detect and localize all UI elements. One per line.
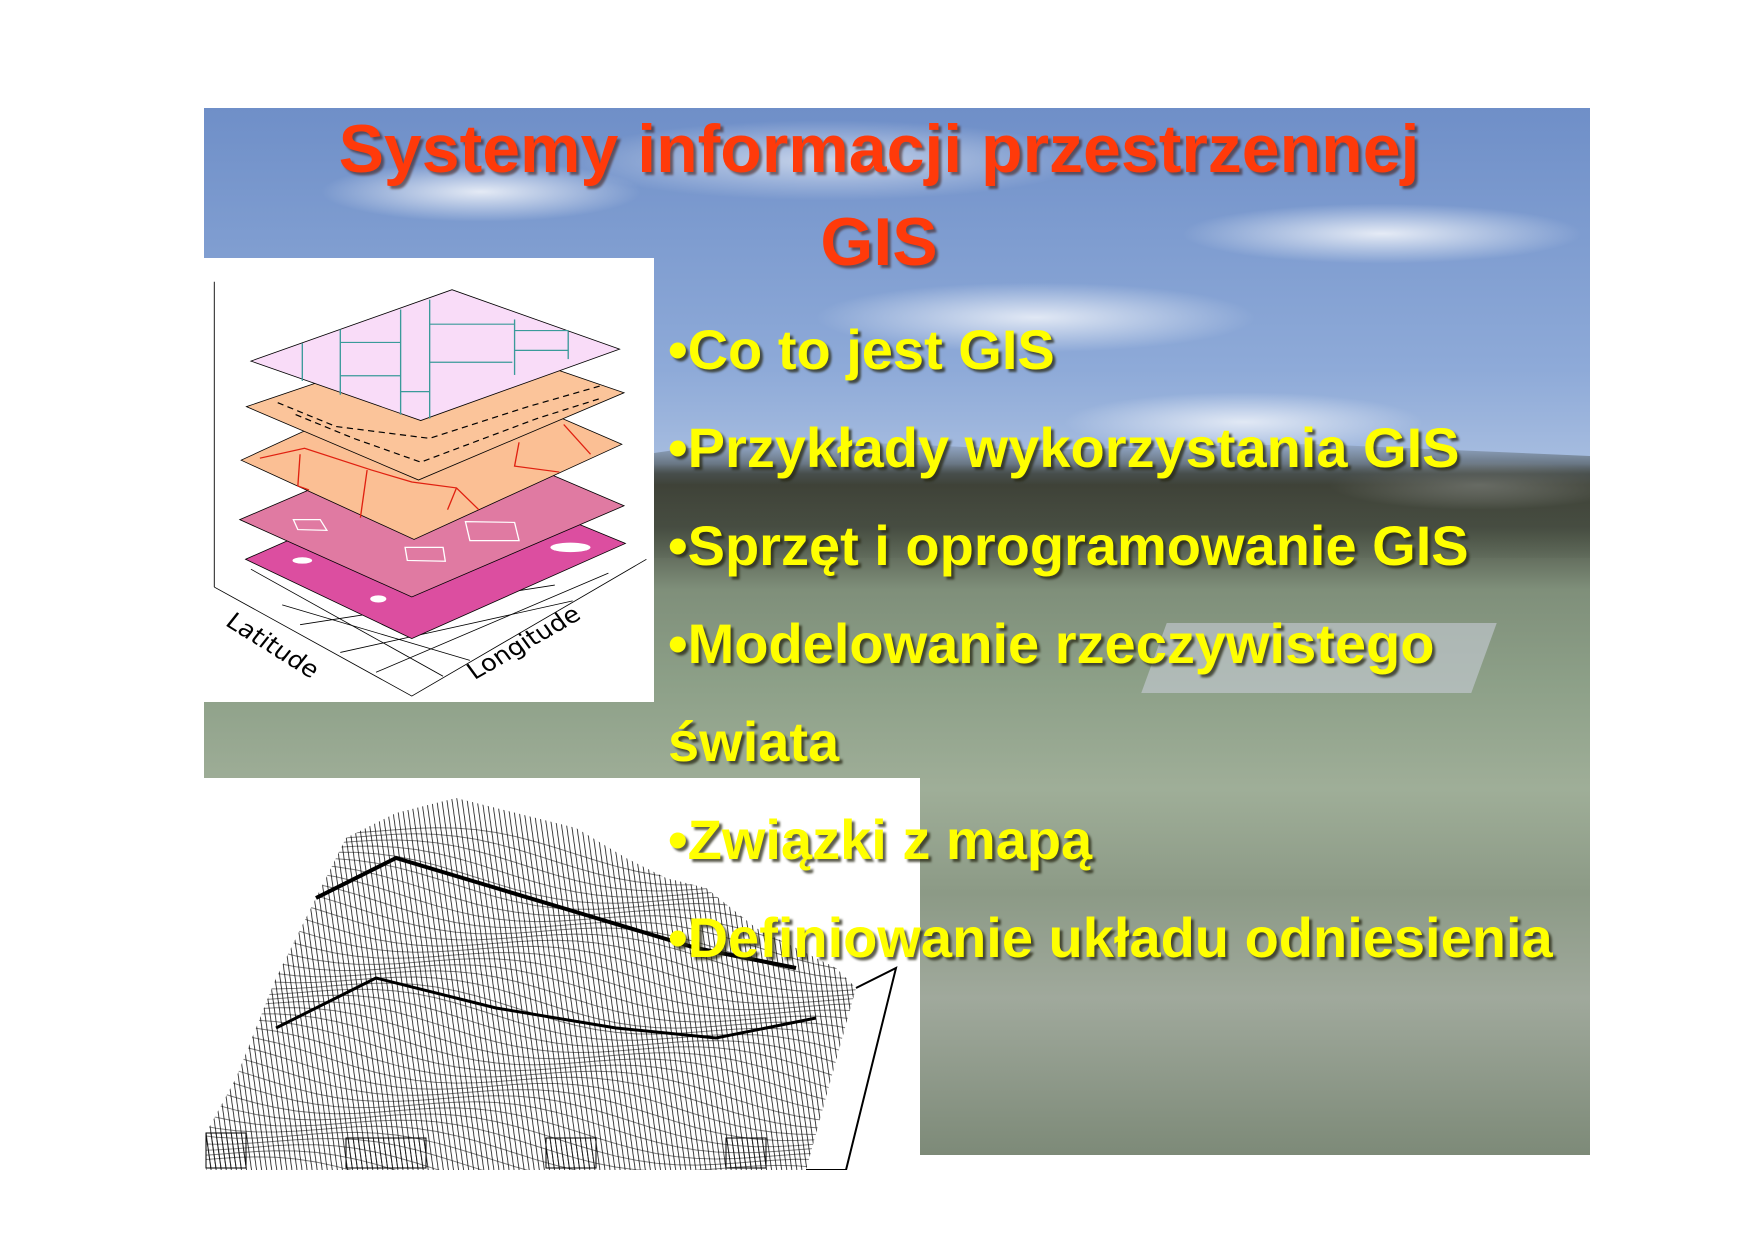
terrain-contour-line [206,1071,856,1154]
terrain-contour-line [206,1084,856,1161]
terrain-contour-line [206,1000,856,1093]
terrain-contour-line [206,903,856,999]
terrain-contour-line [206,1131,856,1170]
terrain-contour-line [206,1047,856,1142]
terrain-contour-line [206,939,856,1017]
bullet-modeling-world: •Modelowanie rzeczywistego [668,612,1435,675]
bullet-reference-system: •Definiowanie układu odniesienia [668,906,1553,969]
axis-label-latitude: Latitude [220,607,325,684]
slide-title-line1: Systemy informacji przestrzennej [338,111,1420,187]
terrain-contour-line [206,966,856,1041]
terrain-contour-line [206,1013,856,1111]
terrain-contour-line [206,1098,856,1170]
axis-label-longitude: Longitude [461,600,586,685]
mountain-ridge [592,438,1590,558]
bullet-what-is-gis: •Co to jest GIS [668,318,1055,381]
layer-1 [249,289,621,421]
terrain-contour-line [206,994,856,1082]
terrain-contour-line [206,913,856,1005]
terrain-contour-line [206,1144,856,1170]
terrain-contour-line [206,1058,856,1148]
terrain-contour-line [206,895,856,992]
slide-title-line2: GIS [820,204,938,280]
terrain-contour-line [206,888,856,986]
gis-layers-diagram: Latitude Longitude [204,258,654,702]
terrain-wireframe-image [196,778,920,1171]
terrain-contour-line [206,988,856,1069]
terrain-contour-line [206,1156,856,1170]
bullet-modeling-world-cont: świata [668,710,840,773]
terrain-contour-line [206,925,856,1011]
bullet-hardware-software: •Sprzęt i oprogramowanie GIS [668,514,1469,577]
terrain-contour-line [206,1137,856,1170]
terrain-contour-line [206,1025,856,1123]
bullet-gis-examples: •Przykłady wykorzystania GIS [668,416,1460,479]
bullet-relation-to-map: •Związki z mapą [668,808,1093,871]
terrain-contour-line [206,1019,856,1117]
terrain-contour-line [206,1031,856,1129]
terrain-contour-line [206,1150,856,1170]
terrain-contour-line [206,1038,856,1136]
terrain-contour-line [206,952,856,1028]
